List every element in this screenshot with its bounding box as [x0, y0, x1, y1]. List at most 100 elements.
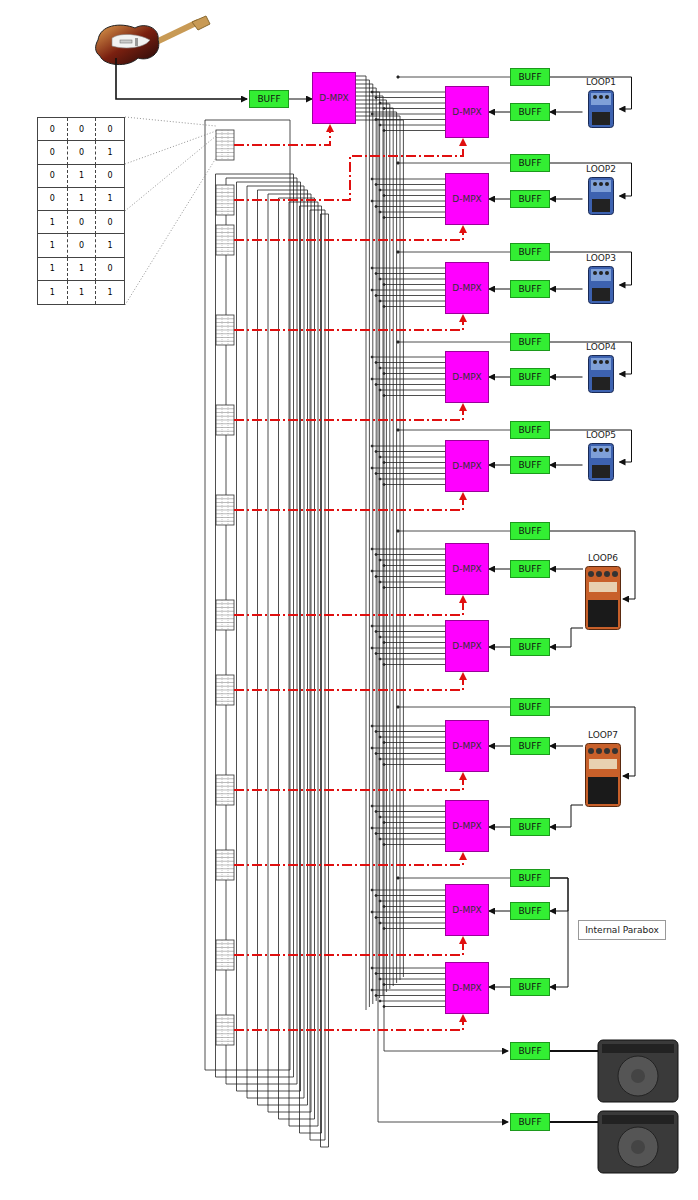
- control-signals: [234, 126, 463, 1030]
- signal-connector: [550, 878, 568, 987]
- node-label: BUFF: [518, 372, 541, 383]
- effect-pedal: LOOP4: [583, 341, 620, 393]
- demux-box: D-MPX: [445, 800, 489, 852]
- node-label: BUFF: [518, 337, 541, 348]
- table-cell: 1: [95, 281, 124, 304]
- demux-box: D-MPX: [445, 543, 489, 595]
- signal-connector: [489, 569, 510, 570]
- truth-table: 000001010011100101110111: [37, 117, 125, 305]
- node-label: BUFF: [518, 1117, 541, 1128]
- demux-box: D-MPX: [445, 173, 489, 225]
- control-line: [234, 1016, 463, 1030]
- buffer-box: BUFF: [510, 522, 550, 540]
- signal-connector: [489, 465, 510, 466]
- pedal-graphic: [588, 90, 614, 128]
- buffer-box: BUFF: [510, 638, 550, 656]
- signal-connector: [550, 199, 583, 200]
- effect-pedal: LOOP2: [583, 163, 620, 215]
- effect-pedal: LOOP7: [583, 729, 623, 809]
- table-cell: 1: [38, 234, 67, 257]
- control-line: [234, 316, 463, 330]
- node-label: LOOP1: [586, 76, 616, 88]
- node-label: BUFF: [518, 702, 541, 713]
- table-cell: 1: [67, 188, 96, 211]
- control-lines: [205, 120, 329, 1147]
- label-box: Internal Parabox: [578, 920, 666, 940]
- control-line: [234, 405, 463, 420]
- effect-pedal: LOOP3: [583, 252, 620, 304]
- signal-connector: [550, 465, 583, 466]
- demux-box: D-MPX: [445, 720, 489, 772]
- guitar: [96, 16, 247, 99]
- signal-connector: [489, 377, 510, 378]
- effect-pedal: LOOP6: [583, 552, 623, 632]
- node-label: BUFF: [518, 1046, 541, 1057]
- demux-box: D-MPX: [445, 440, 489, 492]
- node-label: BUFF: [518, 460, 541, 471]
- node-label: BUFF: [518, 72, 541, 83]
- node-label: D-MPX: [452, 564, 482, 575]
- signal-connector: [550, 805, 583, 827]
- buffer-box: BUFF: [510, 1113, 550, 1131]
- selector-switch: [216, 225, 234, 255]
- control-line: [234, 227, 463, 240]
- table-cell: 1: [67, 165, 96, 188]
- selector-switch: [216, 850, 234, 880]
- node-label: BUFF: [518, 194, 541, 205]
- table-cell: 0: [38, 118, 67, 141]
- node-label: BUFF: [518, 982, 541, 993]
- control-line: [234, 674, 463, 690]
- buffer-box: BUFF: [510, 902, 550, 920]
- signal-connector: [550, 746, 583, 747]
- node-label: LOOP2: [586, 163, 616, 175]
- node-label: BUFF: [257, 94, 280, 105]
- node-label: LOOP3: [586, 252, 616, 264]
- demux-box: D-MPX: [445, 262, 489, 314]
- signal-connector: [550, 112, 583, 113]
- effect-pedal: LOOP5: [583, 429, 620, 481]
- selector-switch: [216, 315, 234, 345]
- selector-switch: [216, 775, 234, 805]
- selector-switch: [216, 940, 234, 970]
- node-label: D-MPX: [452, 641, 482, 652]
- node-label: BUFF: [518, 107, 541, 118]
- table-cell: 0: [95, 211, 124, 234]
- buffer-box: BUFF: [510, 243, 550, 261]
- buffer-box: BUFF: [510, 68, 550, 86]
- control-line: [234, 140, 463, 200]
- table-cell: 0: [38, 165, 67, 188]
- node-label: D-MPX: [452, 372, 482, 383]
- pedal-graphic: [588, 355, 614, 393]
- node-label: D-MPX: [452, 461, 482, 472]
- node-label: BUFF: [518, 741, 541, 752]
- buffer-box: BUFF: [510, 1042, 550, 1060]
- table-cell: 0: [95, 258, 124, 281]
- buffer-box: BUFF: [510, 368, 550, 386]
- signal-connector: [550, 377, 583, 378]
- control-line: [234, 597, 463, 615]
- table-cell: 0: [67, 118, 96, 141]
- selector-switch: [216, 495, 234, 525]
- selector-switch: [216, 675, 234, 705]
- signal-connector: [550, 878, 568, 911]
- node-label: BUFF: [518, 425, 541, 436]
- node-label: LOOP5: [586, 429, 616, 441]
- node-label: D-MPX: [452, 741, 482, 752]
- signal-connector: [550, 289, 583, 290]
- buffer-box: BUFF: [510, 737, 550, 755]
- buffer-box: BUFF: [510, 333, 550, 351]
- table-cell: 1: [38, 211, 67, 234]
- signal-connector: [489, 746, 510, 747]
- demux-box: D-MPX: [445, 962, 489, 1014]
- buffer-box: BUFF: [510, 421, 550, 439]
- table-cell: 1: [38, 258, 67, 281]
- table-cell: 0: [38, 141, 67, 164]
- buffer-box: BUFF: [510, 103, 550, 121]
- table-cell: 1: [67, 258, 96, 281]
- signal-connector: [550, 531, 635, 599]
- buffer-box: BUFF: [510, 698, 550, 716]
- pedal-graphic: [588, 177, 614, 215]
- buffer-box: BUFF: [510, 818, 550, 836]
- signal-connector: [489, 289, 510, 290]
